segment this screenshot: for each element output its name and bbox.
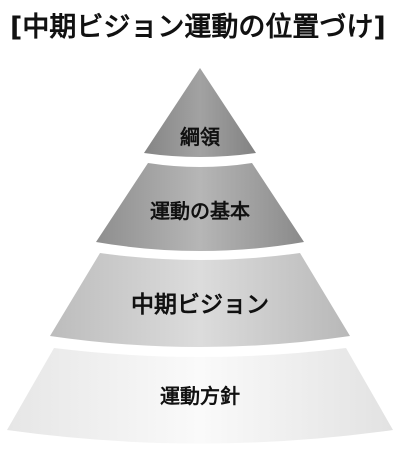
tier-1-shape xyxy=(144,68,256,157)
diagram-title: [中期ビジョン運動の位置づけ] xyxy=(10,12,386,43)
tier-3-label: 中期ビジョン xyxy=(131,292,269,318)
tier-4: 運動方針 xyxy=(7,348,393,444)
tier-2-label: 運動の基本 xyxy=(150,199,250,223)
tier-2: 運動の基本 xyxy=(96,163,304,251)
tier-2-shape xyxy=(96,163,304,251)
tier-1: 綱領 xyxy=(144,68,256,157)
tier-1-label: 綱領 xyxy=(180,125,221,149)
tier-3-shape xyxy=(50,253,350,347)
tier-4-label: 運動方針 xyxy=(160,384,240,408)
tier-3: 中期ビジョン xyxy=(50,253,350,347)
tier-4-shape xyxy=(7,348,393,444)
